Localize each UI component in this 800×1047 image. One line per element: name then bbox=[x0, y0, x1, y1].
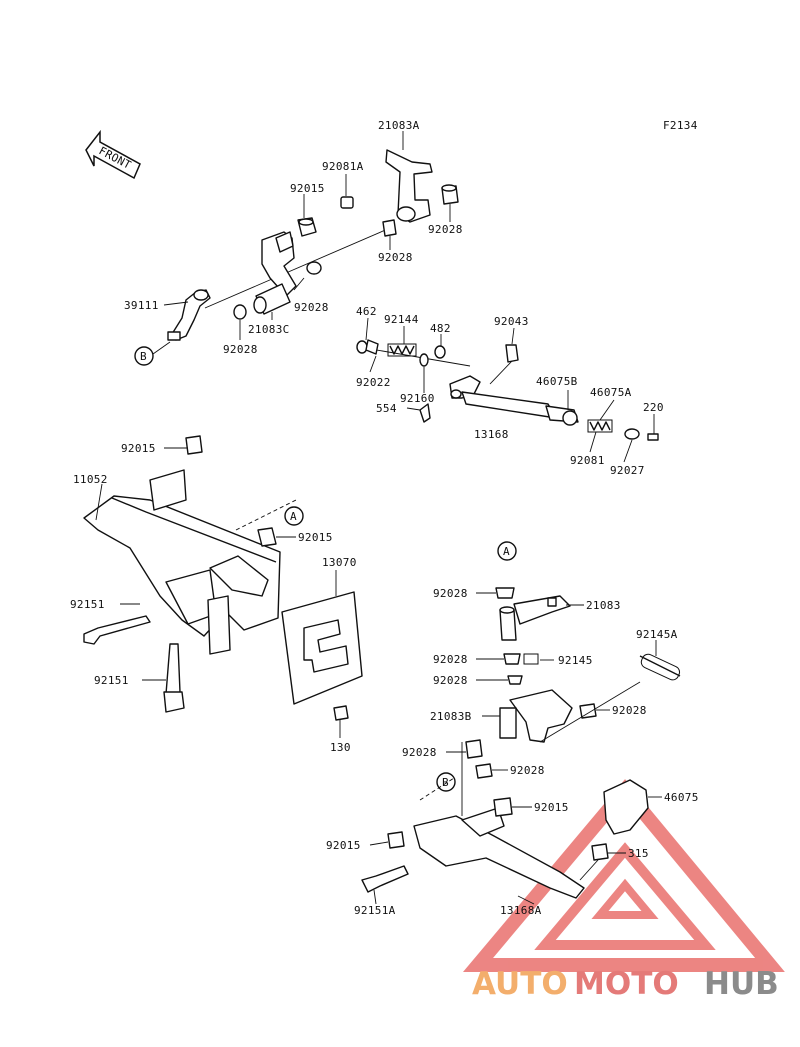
part-number-labels: F2134 21083A 92081A 92015 92028 92028 92… bbox=[70, 119, 699, 917]
label-554: 554 bbox=[376, 402, 397, 415]
figure-code: F2134 bbox=[663, 119, 698, 132]
label-39111: 39111 bbox=[124, 299, 159, 312]
label-482: 482 bbox=[430, 322, 451, 335]
watermark-hub: HUB bbox=[704, 966, 779, 1002]
label-92145: 92145 bbox=[558, 654, 593, 667]
label-92028-shaft: 92028 bbox=[294, 301, 329, 314]
label-46075A: 46075A bbox=[590, 386, 632, 399]
label-92028-r2: 92028 bbox=[433, 653, 468, 666]
label-92081: 92081 bbox=[570, 454, 605, 467]
label-13168A: 13168A bbox=[500, 904, 542, 917]
watermark-moto: MOTO bbox=[574, 966, 679, 1002]
callout-a-frame: A bbox=[290, 510, 297, 523]
label-92160: 92160 bbox=[400, 392, 435, 405]
label-92015-frame: 92015 bbox=[121, 442, 156, 455]
label-46075: 46075 bbox=[664, 791, 699, 804]
front-arrow-icon: FRONT bbox=[85, 129, 141, 180]
gate-plate bbox=[281, 591, 363, 721]
callout-a-lower: A bbox=[503, 545, 510, 558]
label-13168: 13168 bbox=[474, 428, 509, 441]
label-92028-r3: 92028 bbox=[433, 674, 468, 687]
label-21083A: 21083A bbox=[378, 119, 420, 132]
callout-b-upper: B bbox=[140, 350, 147, 363]
frame-assembly: A bbox=[83, 435, 304, 713]
upper-linkage-assembly: B bbox=[134, 149, 459, 366]
label-92015-r2: 92015 bbox=[326, 839, 361, 852]
label-92028-r1: 92028 bbox=[433, 587, 468, 600]
label-92015-r: 92015 bbox=[534, 801, 569, 814]
label-92015-top: 92015 bbox=[290, 182, 325, 195]
label-315: 315 bbox=[628, 847, 649, 860]
label-92028-top-right: 92028 bbox=[428, 223, 463, 236]
watermark-auto: AUTO bbox=[472, 966, 568, 1002]
label-92151-b: 92151 bbox=[94, 674, 129, 687]
label-13070: 13070 bbox=[322, 556, 357, 569]
label-92151A: 92151A bbox=[354, 904, 396, 917]
label-92028-r6: 92028 bbox=[510, 764, 545, 777]
shift-shaft-assembly bbox=[356, 339, 659, 441]
label-21083C: 21083C bbox=[248, 323, 290, 336]
label-21083B: 21083B bbox=[430, 710, 472, 723]
label-92022: 92022 bbox=[356, 376, 391, 389]
label-92028-lower: 92028 bbox=[223, 343, 258, 356]
label-92145A: 92145A bbox=[636, 628, 678, 641]
label-92043: 92043 bbox=[494, 315, 529, 328]
label-92151-a: 92151 bbox=[70, 598, 105, 611]
label-130: 130 bbox=[330, 741, 351, 754]
leader-lines bbox=[95, 131, 662, 905]
watermark-text: AUTO MOTO HUB bbox=[472, 966, 779, 1002]
label-462: 462 bbox=[356, 305, 377, 318]
label-92028-mid: 92028 bbox=[378, 251, 413, 264]
label-11052: 11052 bbox=[73, 473, 108, 486]
callout-b-lower: B bbox=[442, 776, 449, 789]
label-92081A: 92081A bbox=[322, 160, 364, 173]
label-92028-r4: 92028 bbox=[612, 704, 647, 717]
label-21083: 21083 bbox=[586, 599, 621, 612]
lower-lever-assembly: A B bbox=[361, 541, 681, 899]
label-46075B: 46075B bbox=[536, 375, 578, 388]
label-92015-frame-right: 92015 bbox=[298, 531, 333, 544]
label-92144: 92144 bbox=[384, 313, 419, 326]
label-220: 220 bbox=[643, 401, 664, 414]
label-92028-r5: 92028 bbox=[402, 746, 437, 759]
label-92027: 92027 bbox=[610, 464, 645, 477]
